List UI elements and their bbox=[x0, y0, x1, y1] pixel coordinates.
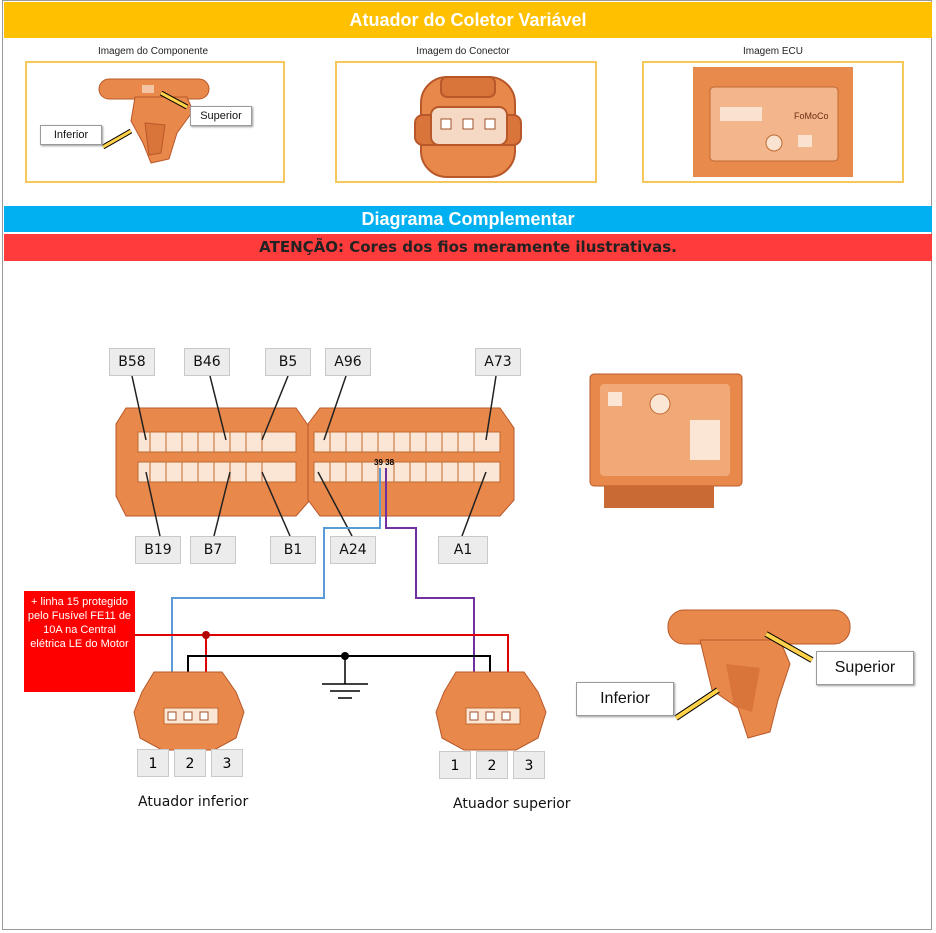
left-actuator-pin-1: 1 bbox=[137, 749, 169, 777]
warning-banner: ATENÇÃO: Cores dos fios meramente ilustr… bbox=[4, 234, 932, 261]
ecu-connector-b bbox=[115, 407, 311, 517]
pin-label-a24: A24 bbox=[330, 536, 376, 564]
ecu-image-caption: Imagem ECU bbox=[742, 46, 803, 57]
pin-label-a73: A73 bbox=[475, 348, 521, 376]
side-label-superior: Superior bbox=[816, 651, 914, 685]
wire-purple bbox=[385, 468, 475, 718]
right-actuator-pin-2: 2 bbox=[476, 751, 508, 779]
manifold-picture bbox=[98, 78, 210, 164]
component-image: Inferior Superior bbox=[25, 61, 285, 183]
pin-label-b46: B46 bbox=[184, 348, 230, 376]
ground-icon bbox=[322, 656, 368, 699]
ecu-image: FoMoCo bbox=[642, 61, 904, 183]
right-actuator-pin-3: 3 bbox=[513, 751, 545, 779]
manifold-side-view bbox=[667, 609, 851, 739]
ecu-module bbox=[589, 373, 743, 508]
power-supply-note: + linha 15 protegido pelo Fusível FE11 d… bbox=[24, 591, 135, 692]
connector-image bbox=[335, 61, 597, 183]
right-actuator-pin-1: 1 bbox=[439, 751, 471, 779]
pin-label-b5: B5 bbox=[265, 348, 311, 376]
pin-label-b7: B7 bbox=[190, 536, 236, 564]
component-label-superior: Superior bbox=[190, 106, 252, 126]
right-actuator-connector bbox=[435, 671, 547, 751]
left-actuator-caption: Atuador inferior bbox=[138, 794, 249, 810]
diagram-title: Diagrama Complementar bbox=[4, 206, 932, 232]
left-actuator-pin-3: 3 bbox=[211, 749, 243, 777]
left-actuator-pin-2: 2 bbox=[174, 749, 206, 777]
pin-label-b58: B58 bbox=[109, 348, 155, 376]
page-title: Atuador do Coletor Variável bbox=[4, 2, 932, 38]
side-label-inferior: Inferior bbox=[576, 682, 674, 716]
right-actuator-caption: Atuador superior bbox=[453, 796, 571, 812]
connector-image-caption: Imagem do Conector bbox=[416, 46, 510, 57]
wire-blue bbox=[171, 468, 381, 718]
ecu-brand-text: FoMoCo bbox=[794, 111, 829, 121]
ecu-picture: FoMoCo bbox=[693, 67, 853, 177]
component-image-caption: Imagem do Componente bbox=[97, 46, 209, 57]
component-label-inferior: Inferior bbox=[40, 125, 102, 145]
left-actuator-connector bbox=[133, 671, 245, 751]
connector-picture bbox=[414, 76, 522, 178]
pin-label-a96: A96 bbox=[325, 348, 371, 376]
red-junction-dot bbox=[202, 631, 210, 639]
center-pin-numbers: 39 38 bbox=[374, 458, 395, 467]
pin-label-b1: B1 bbox=[270, 536, 316, 564]
ecu-connector-a bbox=[307, 407, 515, 517]
pin-label-b19: B19 bbox=[135, 536, 181, 564]
pin-leader-lines bbox=[131, 375, 497, 537]
pin-label-a1: A1 bbox=[438, 536, 488, 564]
